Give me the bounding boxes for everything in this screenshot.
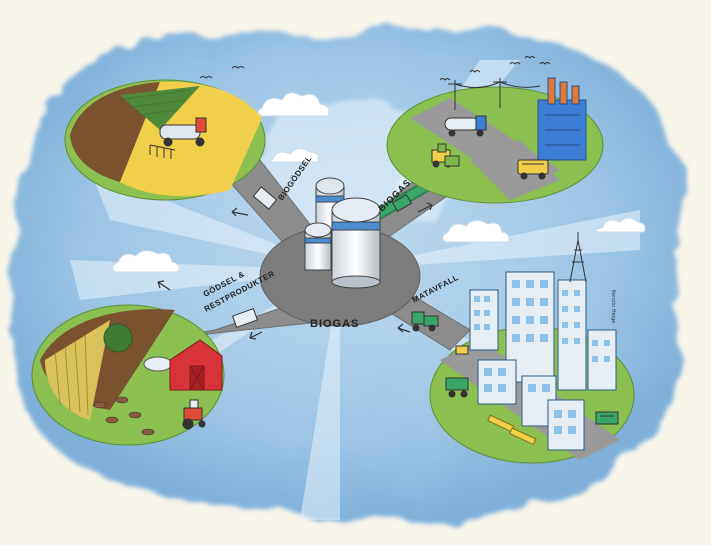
- tractor-icon: [149, 117, 207, 159]
- bird-icon: [199, 56, 551, 81]
- biogas-center-label: BIOGAS: [310, 318, 359, 330]
- cloud-icon: [112, 92, 646, 273]
- silo-icon: [304, 177, 381, 289]
- artist-signature: Kerstin Heige: [610, 290, 616, 323]
- building-icon: [469, 271, 617, 451]
- factory-icon: [537, 77, 587, 161]
- power-line-icon: [448, 78, 541, 110]
- truck-icon: [231, 186, 413, 329]
- tractor-icon: [182, 399, 206, 430]
- farm-bottom-left: [31, 304, 225, 446]
- forklift-icon: [431, 143, 460, 168]
- antenna-icon: [569, 232, 587, 283]
- cow-icon: [93, 396, 155, 436]
- barn-icon: [169, 339, 223, 391]
- truck-icon: [444, 115, 487, 137]
- truck-icon: [411, 311, 619, 425]
- bus-icon: [517, 159, 549, 180]
- train-icon: [487, 414, 537, 446]
- arrow-icon: [157, 202, 433, 340]
